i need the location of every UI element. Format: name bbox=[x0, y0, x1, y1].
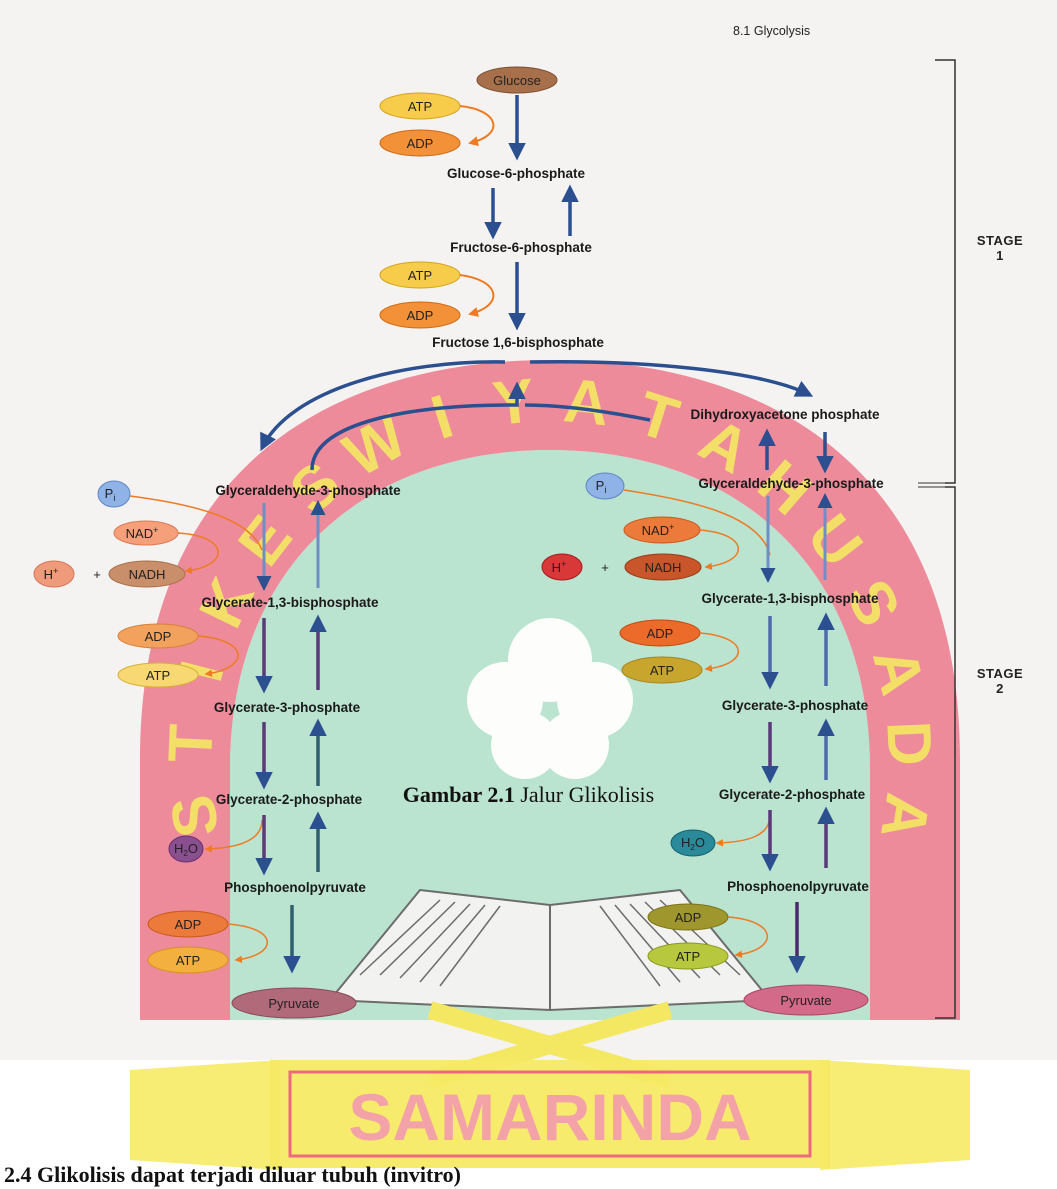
atp-label: ATP bbox=[408, 268, 432, 283]
adp-oval-stage1-b: ADP bbox=[380, 302, 460, 328]
left-pep-label: Phosphoenolpyruvate bbox=[224, 880, 366, 895]
caption-number: Gambar 2.1 bbox=[403, 782, 515, 807]
watermark-banner: SAMARINDA bbox=[130, 1060, 970, 1170]
left-3pg-label: Glycerate-3-phosphate bbox=[214, 700, 361, 715]
pyruvate-label: Pyruvate bbox=[780, 993, 831, 1008]
g6p-label: Glucose-6-phosphate bbox=[447, 166, 586, 181]
stage1-number: 1 bbox=[996, 248, 1004, 263]
atp-label: ATP bbox=[408, 99, 432, 114]
pyruvate-label: Pyruvate bbox=[268, 996, 319, 1011]
atp-label: ATP bbox=[146, 668, 170, 683]
right-nad-oval: NAD+ bbox=[624, 517, 700, 543]
watermark-arc-letter: T bbox=[156, 723, 227, 764]
left-atp-oval-b: ATP bbox=[148, 947, 228, 973]
right-pyruvate-oval: Pyruvate bbox=[744, 985, 868, 1015]
stage2-number: 2 bbox=[996, 681, 1004, 696]
left-pi-oval: Pi bbox=[98, 481, 130, 507]
right-bpg-label: Glycerate-1,3-bisphosphate bbox=[701, 591, 879, 606]
section-heading: 2.4 Glikolisis dapat terjadi diluar tubu… bbox=[4, 1162, 461, 1188]
section-header: 8.1 Glycolysis bbox=[733, 24, 810, 38]
adp-label: ADP bbox=[407, 308, 434, 323]
left-pyruvate-oval: Pyruvate bbox=[232, 988, 356, 1018]
adp-label: ADP bbox=[407, 136, 434, 151]
adp-label: ADP bbox=[647, 626, 674, 641]
atp-oval-stage1-b: ATP bbox=[380, 262, 460, 288]
watermark-arc-letter: A bbox=[561, 366, 613, 439]
left-h-oval: H+ bbox=[34, 561, 74, 587]
caption-title: Jalur Glikolisis bbox=[515, 782, 654, 807]
glucose-oval: Glucose bbox=[477, 67, 557, 93]
right-pep-label: Phosphoenolpyruvate bbox=[727, 879, 869, 894]
right-adp-oval-a: ADP bbox=[620, 620, 700, 646]
left-nad-oval: NAD+ bbox=[114, 521, 178, 545]
adp-label: ADP bbox=[175, 917, 202, 932]
left-adp-oval-a: ADP bbox=[118, 624, 198, 648]
left-adp-oval-b: ADP bbox=[148, 911, 228, 937]
adp-label: ADP bbox=[675, 910, 702, 925]
right-adp-oval-b: ADP bbox=[648, 904, 728, 930]
left-h2o-oval: H2O bbox=[169, 836, 203, 862]
right-3pg-label: Glycerate-3-phosphate bbox=[722, 698, 869, 713]
right-h2o-oval: H2O bbox=[671, 830, 715, 856]
atp-to-adp-arrow-1 bbox=[460, 106, 493, 143]
atp-label: ATP bbox=[676, 949, 700, 964]
watermark-banner-text: SAMARINDA bbox=[348, 1080, 751, 1154]
nadh-label: NADH bbox=[129, 567, 166, 582]
stage1-label: STAGE bbox=[977, 233, 1023, 248]
watermark-arc-letter: Y bbox=[490, 366, 538, 439]
adp-label: ADP bbox=[145, 629, 172, 644]
left-plus-sign: + bbox=[93, 567, 101, 582]
atp-oval-stage1-a: ATP bbox=[380, 93, 460, 119]
right-g3p-label: Glyceraldehyde-3-phosphate bbox=[698, 476, 884, 491]
stage2-label: STAGE bbox=[977, 666, 1023, 681]
atp-label: ATP bbox=[176, 953, 200, 968]
right-plus-sign: + bbox=[601, 560, 609, 575]
adp-oval-stage1-a: ADP bbox=[380, 130, 460, 156]
atp-to-adp-arrow-2 bbox=[460, 275, 493, 314]
f6p-label: Fructose-6-phosphate bbox=[450, 240, 592, 255]
left-nadh-oval: NADH bbox=[109, 561, 185, 587]
atp-label: ATP bbox=[650, 663, 674, 678]
nadh-label: NADH bbox=[645, 560, 682, 575]
left-atp-oval-a: ATP bbox=[118, 663, 198, 687]
f16bp-label: Fructose 1,6-bisphosphate bbox=[432, 335, 604, 350]
right-atp-oval-b: ATP bbox=[648, 943, 728, 969]
stage1-bracket bbox=[935, 60, 955, 483]
watermark-arc-letter: D bbox=[873, 719, 944, 767]
right-pi-oval: Pi bbox=[586, 473, 624, 499]
left-bpg-label: Glycerate-1,3-bisphosphate bbox=[201, 595, 379, 610]
dhap-label: Dihydroxyacetone phosphate bbox=[690, 407, 880, 422]
glucose-label: Glucose bbox=[493, 73, 541, 88]
figure-caption: Gambar 2.1 Jalur Glikolisis bbox=[0, 782, 1057, 808]
right-h-oval: H+ bbox=[542, 554, 582, 580]
right-atp-oval-a: ATP bbox=[622, 657, 702, 683]
right-nadh-oval: NADH bbox=[625, 554, 701, 580]
left-g3p-label: Glyceraldehyde-3-phosphate bbox=[215, 483, 401, 498]
